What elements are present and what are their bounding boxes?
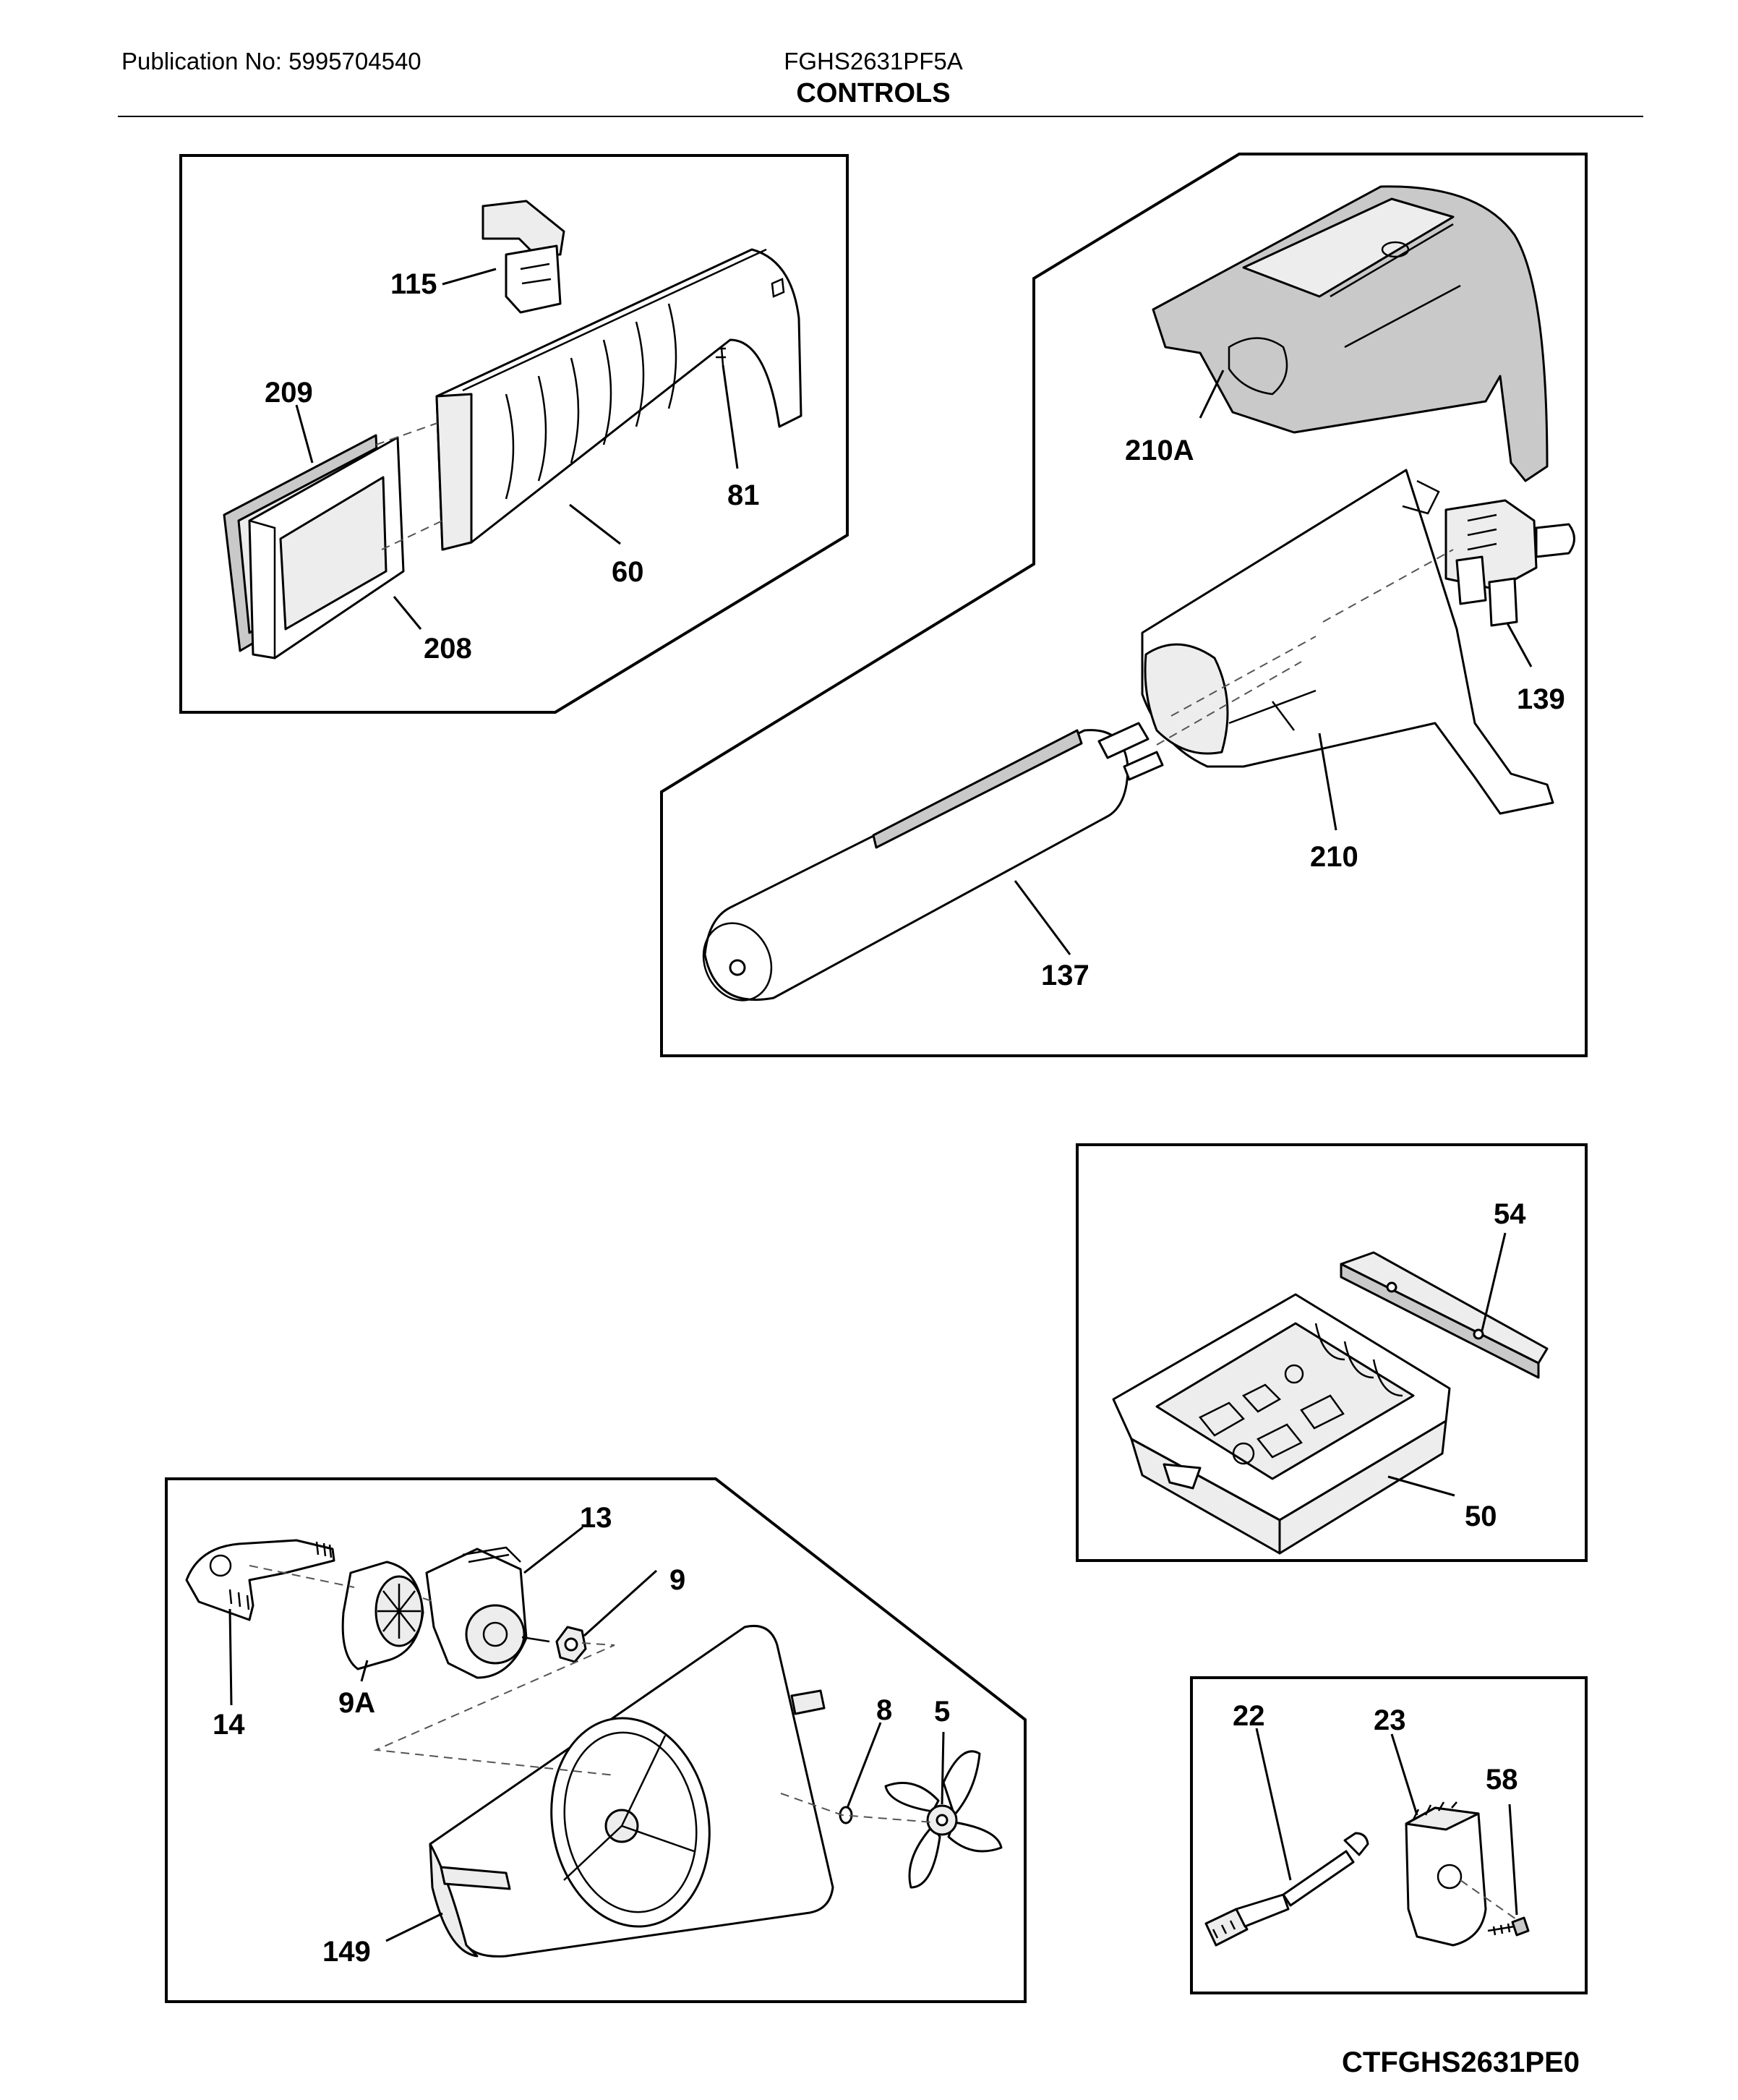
assembly-guide-line	[249, 1565, 933, 1823]
callout-23[interactable]: 23	[1374, 1704, 1406, 1736]
leader-208	[393, 596, 422, 630]
callout-5[interactable]: 5	[934, 1696, 950, 1728]
part-210-filter-bracket[interactable]	[1141, 469, 1554, 815]
part-13-motor[interactable]	[425, 1546, 550, 1679]
part-9-nut[interactable]	[555, 1626, 587, 1663]
leader-210	[1318, 733, 1337, 831]
part-149-fan-shroud[interactable]	[429, 1624, 834, 1958]
leader-14	[228, 1608, 233, 1706]
leader-8	[846, 1722, 882, 1809]
leader-50	[1387, 1475, 1455, 1497]
callout-58[interactable]: 58	[1486, 1764, 1518, 1796]
callout-13[interactable]: 13	[580, 1502, 612, 1534]
leader-137	[1014, 880, 1071, 955]
leader-209	[295, 404, 314, 464]
leader-149	[385, 1912, 443, 1942]
header-rule	[118, 116, 1643, 117]
leader-5	[941, 1731, 945, 1805]
callout-9A[interactable]: 9A	[338, 1687, 375, 1719]
part-14-bracket[interactable]	[185, 1539, 335, 1621]
panel-control-board-frame	[1076, 1143, 1588, 1562]
callout-50[interactable]: 50	[1465, 1501, 1497, 1532]
leader-58	[1508, 1804, 1518, 1916]
leader-210A	[1199, 370, 1225, 419]
part-23-cover[interactable]	[1405, 1801, 1487, 1947]
callout-210A[interactable]: 210A	[1125, 435, 1194, 466]
assembly-guide-line	[1156, 549, 1454, 746]
callout-81[interactable]: 81	[727, 479, 760, 511]
panel-air-filter-frame	[179, 154, 849, 714]
part-22-thermistor[interactable]	[1204, 1832, 1369, 1947]
callout-137[interactable]: 137	[1041, 960, 1090, 991]
assembly-guide-line	[375, 422, 443, 550]
panel-fan-assembly-frame	[165, 1477, 1027, 2003]
panel-fan-assembly: 13 9 14 9A 8 5 149	[165, 1477, 1027, 2003]
publication-number: Publication No: 5995704540	[121, 48, 421, 74]
part-58-screw[interactable]	[1487, 1916, 1530, 1937]
callout-149[interactable]: 149	[322, 1936, 371, 1968]
leader-9	[583, 1569, 658, 1637]
part-5-fan-blade[interactable]	[884, 1750, 1003, 1889]
callout-60[interactable]: 60	[612, 556, 644, 588]
callout-14[interactable]: 14	[213, 1709, 245, 1741]
part-60-filter-housing[interactable]	[435, 248, 802, 551]
leader-81	[722, 364, 739, 469]
panel-air-filter: 115 209 81 60 208	[179, 154, 849, 714]
panel-thermistor-frame	[1190, 1676, 1588, 1994]
part-139-water-valve[interactable]	[1444, 499, 1575, 627]
panel-water-filter: 210A 139 210 137	[660, 153, 1588, 1057]
callout-139[interactable]: 139	[1517, 683, 1565, 715]
panel-thermistor: 22 23 58	[1190, 1676, 1588, 1994]
part-54-bracket[interactable]	[1340, 1251, 1549, 1379]
assembly-guide-line	[1460, 1879, 1519, 1921]
section-title: CONTROLS	[796, 78, 951, 108]
drawing-code: CTFGHS2631PE0	[1342, 2046, 1580, 2078]
panel-control-board: 54 50	[1076, 1143, 1588, 1562]
leader-13	[523, 1526, 583, 1574]
model-number: FGHS2631PF5A	[784, 48, 963, 74]
leader-22	[1255, 1728, 1292, 1881]
callout-210[interactable]: 210	[1310, 841, 1358, 873]
leader-54	[1481, 1232, 1507, 1331]
callout-209[interactable]: 209	[265, 377, 313, 409]
part-115-connector[interactable]	[481, 200, 565, 314]
leader-115	[442, 268, 497, 286]
callout-208[interactable]: 208	[424, 633, 472, 665]
callout-9[interactable]: 9	[669, 1564, 685, 1596]
leader-60	[569, 503, 621, 545]
part-210A-filter-cover[interactable]	[1152, 185, 1549, 482]
part-208-filter-frame[interactable]	[248, 436, 405, 660]
leader-9A	[360, 1660, 369, 1682]
leader-23	[1390, 1733, 1418, 1816]
part-137-water-filter[interactable]	[691, 722, 1164, 1012]
panel-water-filter-frame	[660, 153, 1588, 1057]
callout-115[interactable]: 115	[390, 268, 437, 300]
leader-139	[1506, 623, 1533, 667]
callout-8[interactable]: 8	[876, 1694, 892, 1726]
callout-22[interactable]: 22	[1233, 1700, 1265, 1732]
part-9A-motor-mount[interactable]	[341, 1561, 424, 1670]
part-50-control-housing[interactable]	[1112, 1293, 1451, 1555]
callout-54[interactable]: 54	[1494, 1198, 1526, 1230]
